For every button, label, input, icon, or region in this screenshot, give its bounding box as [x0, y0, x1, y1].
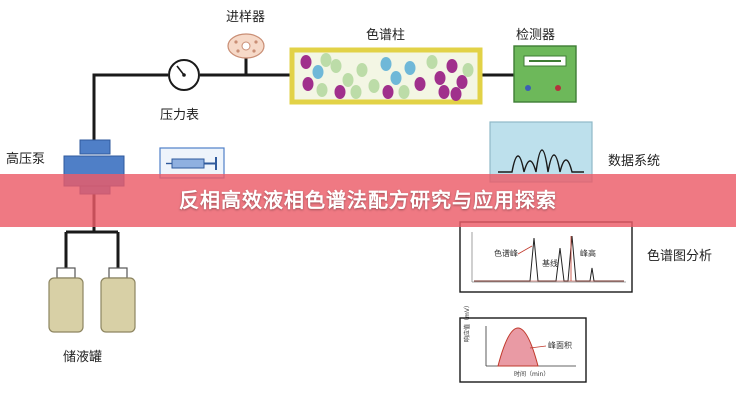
title-banner [0, 174, 736, 227]
column-particle [434, 71, 446, 85]
reservoir-left-body [48, 277, 84, 333]
peak-area-label: 峰面积 [548, 341, 572, 350]
reservoir-right-cap [108, 267, 128, 279]
screen-trace [498, 149, 584, 173]
column-particles [300, 53, 474, 101]
chromatogram-panel [459, 221, 633, 293]
column-particle [414, 77, 426, 91]
peak-height-label: 峰高 [580, 249, 596, 258]
column-particle [300, 55, 312, 69]
detector-led-blue [525, 85, 531, 91]
injector-dot-4 [252, 49, 256, 53]
chrom-peak-label: 色谱峰 [494, 249, 518, 258]
column-particle [320, 53, 332, 67]
column-particle [426, 55, 438, 69]
column-particle [456, 75, 468, 89]
column-particle [334, 85, 346, 99]
banner-title: 反相高效液相色谱法配方研究与应用探索 [179, 188, 557, 212]
data-system-label: 数据系统 [608, 154, 661, 169]
pressure-gauge-label: 压力表 [160, 108, 200, 123]
injector-label: 进样器 [226, 10, 266, 25]
peak-area-ylabel: 响应值（mV） [464, 302, 471, 342]
peak-area-panel [459, 317, 587, 383]
reservoir-left-cap [56, 267, 76, 279]
column-particle [438, 85, 450, 99]
detector [513, 45, 577, 103]
chromatography-column [289, 47, 483, 105]
detector-display-mark [529, 60, 561, 62]
data-system-screen [489, 121, 593, 183]
injector-dot-2 [254, 40, 258, 44]
pipe-pump-to-gauge [92, 73, 168, 140]
column-particle [398, 85, 410, 99]
column-particle [382, 85, 394, 99]
pump-label: 高压泵 [6, 152, 46, 167]
injector-hole [241, 41, 251, 51]
column-particle [390, 71, 402, 85]
peak-area-pointer [529, 345, 547, 349]
column-particle [350, 85, 362, 99]
detector-body [513, 45, 577, 103]
column-particle [450, 87, 462, 101]
detector-label: 检测器 [516, 28, 556, 43]
column-particle [446, 59, 458, 73]
column-particle [330, 59, 342, 73]
reservoir-label: 储液罐 [63, 350, 103, 365]
reservoir-right-body [100, 277, 136, 333]
column-particle [316, 83, 328, 97]
column-particle [380, 57, 392, 71]
column-particle [404, 61, 416, 75]
syringe [159, 147, 225, 179]
column-particle [356, 63, 368, 77]
peak-area-frame [459, 317, 587, 383]
chrom-peak-pointer [517, 245, 533, 255]
baseline-label: 基线 [542, 259, 558, 268]
detector-led-red [555, 85, 561, 91]
pressure-gauge [168, 59, 200, 91]
column-particle [312, 65, 324, 79]
syringe-barrel [171, 158, 205, 169]
chromatogram-analysis-label: 色谱图分析 [647, 249, 713, 264]
injector-dot-3 [236, 49, 240, 53]
column-particle [462, 63, 474, 77]
injector-dot-1 [234, 40, 238, 44]
column-label: 色谱柱 [366, 28, 406, 43]
column-particle [302, 77, 314, 91]
peak-area-xlabel: 时间（min） [514, 371, 550, 378]
peak-area-fill [497, 327, 539, 367]
solvent-reservoirs [48, 267, 136, 333]
gauge-needle [176, 65, 185, 76]
pump-top [79, 139, 111, 155]
column-particle [342, 73, 354, 87]
gauge-center [182, 73, 186, 77]
chromatogram-frame [459, 221, 633, 293]
injector [227, 33, 265, 59]
screen-frame [489, 121, 593, 183]
column-particle [368, 79, 380, 93]
